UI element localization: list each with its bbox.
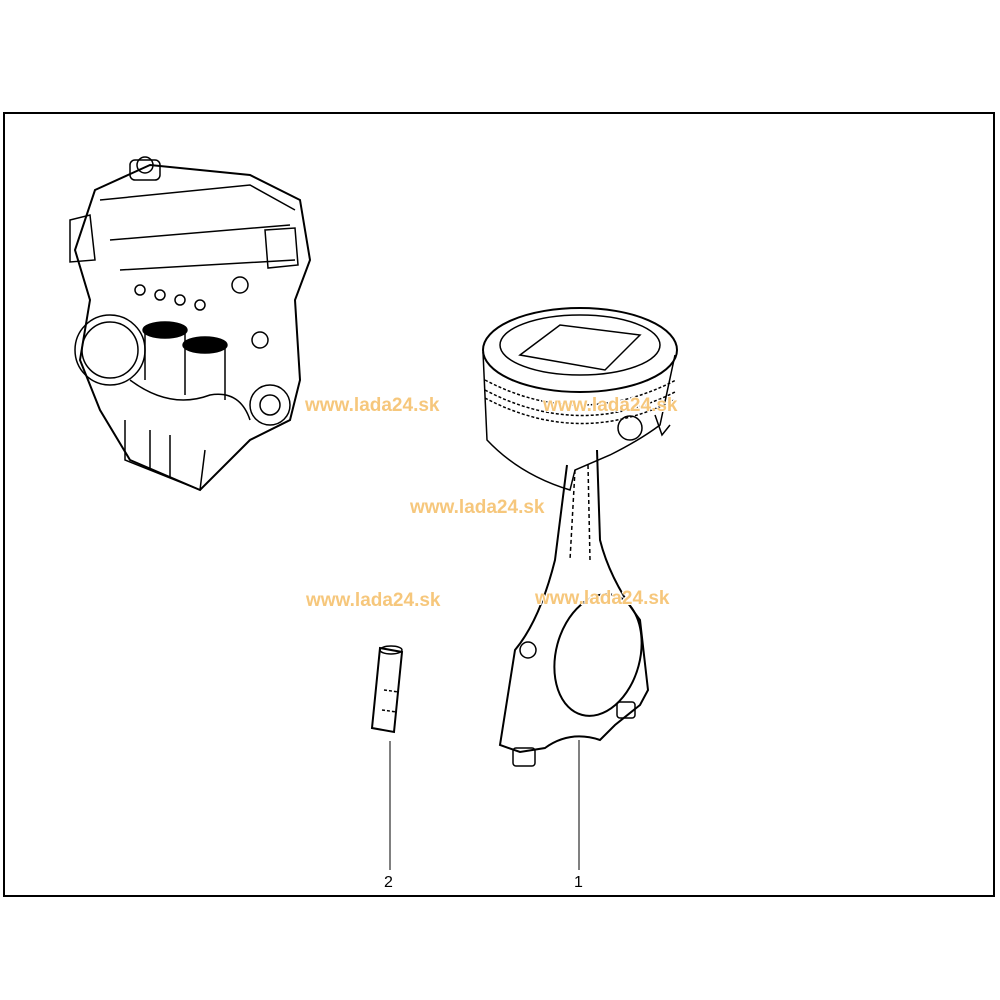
callout-label-2: 2 xyxy=(384,874,393,891)
diagram-frame xyxy=(3,112,995,897)
watermark: www.lada24.sk xyxy=(410,497,545,518)
watermark: www.lada24.sk xyxy=(535,588,670,609)
watermark: www.lada24.sk xyxy=(306,590,441,611)
piston-connecting-rod-image xyxy=(482,307,678,767)
callout-label-1: 1 xyxy=(574,874,583,891)
watermark: www.lada24.sk xyxy=(305,395,440,416)
watermark: www.lada24.sk xyxy=(543,395,678,416)
piston-pin-image xyxy=(370,645,404,734)
engine-overview-image xyxy=(69,156,312,492)
